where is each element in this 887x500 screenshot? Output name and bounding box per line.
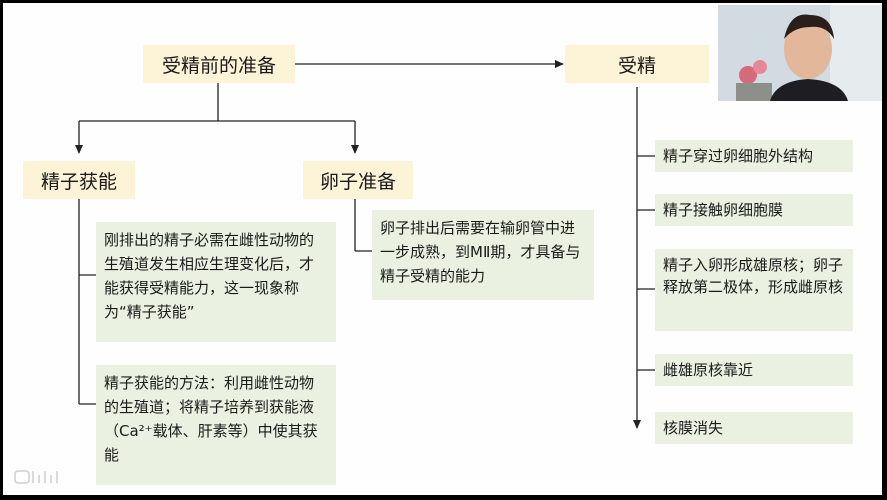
node-sperm-capacitation: 精子获能 [23, 161, 135, 199]
connector-lines [75, 60, 655, 429]
node-fertilization-prep: 受精前的准备 [143, 45, 295, 83]
slide: 受精前的准备 受精 精子获能 卵子准备 刚排出的精子必需在雌性动物的生殖道发生相… [3, 3, 882, 495]
node-fertilization: 受精 [565, 45, 709, 83]
fert-step-2: 精子接触卵细胞膜 [655, 194, 853, 226]
capacitation-method: 精子获能的方法：利用雌性动物的生殖道；将精子培养到获能液（Ca²⁺载体、肝素等）… [96, 365, 336, 485]
fert-step-1: 精子穿过卵细胞外结构 [655, 140, 853, 172]
presenter-video-icon [718, 5, 882, 101]
video-watermark-icon [13, 465, 61, 487]
node-egg-preparation: 卵子准备 [303, 161, 413, 199]
fert-step-5: 核膜消失 [655, 412, 853, 444]
fert-step-3: 精子入卵形成雄原核；卵子释放第二极体，形成雌原核 [655, 249, 853, 331]
egg-maturation-detail: 卵子排出后需要在输卵管中进一步成熟，到MⅡ期，才具备与精子受精的能力 [372, 210, 594, 300]
capacitation-definition: 刚排出的精子必需在雌性动物的生殖道发生相应生理变化后，才能获得受精能力，这一现象… [96, 222, 336, 342]
fert-step-4: 雌雄原核靠近 [655, 354, 853, 386]
